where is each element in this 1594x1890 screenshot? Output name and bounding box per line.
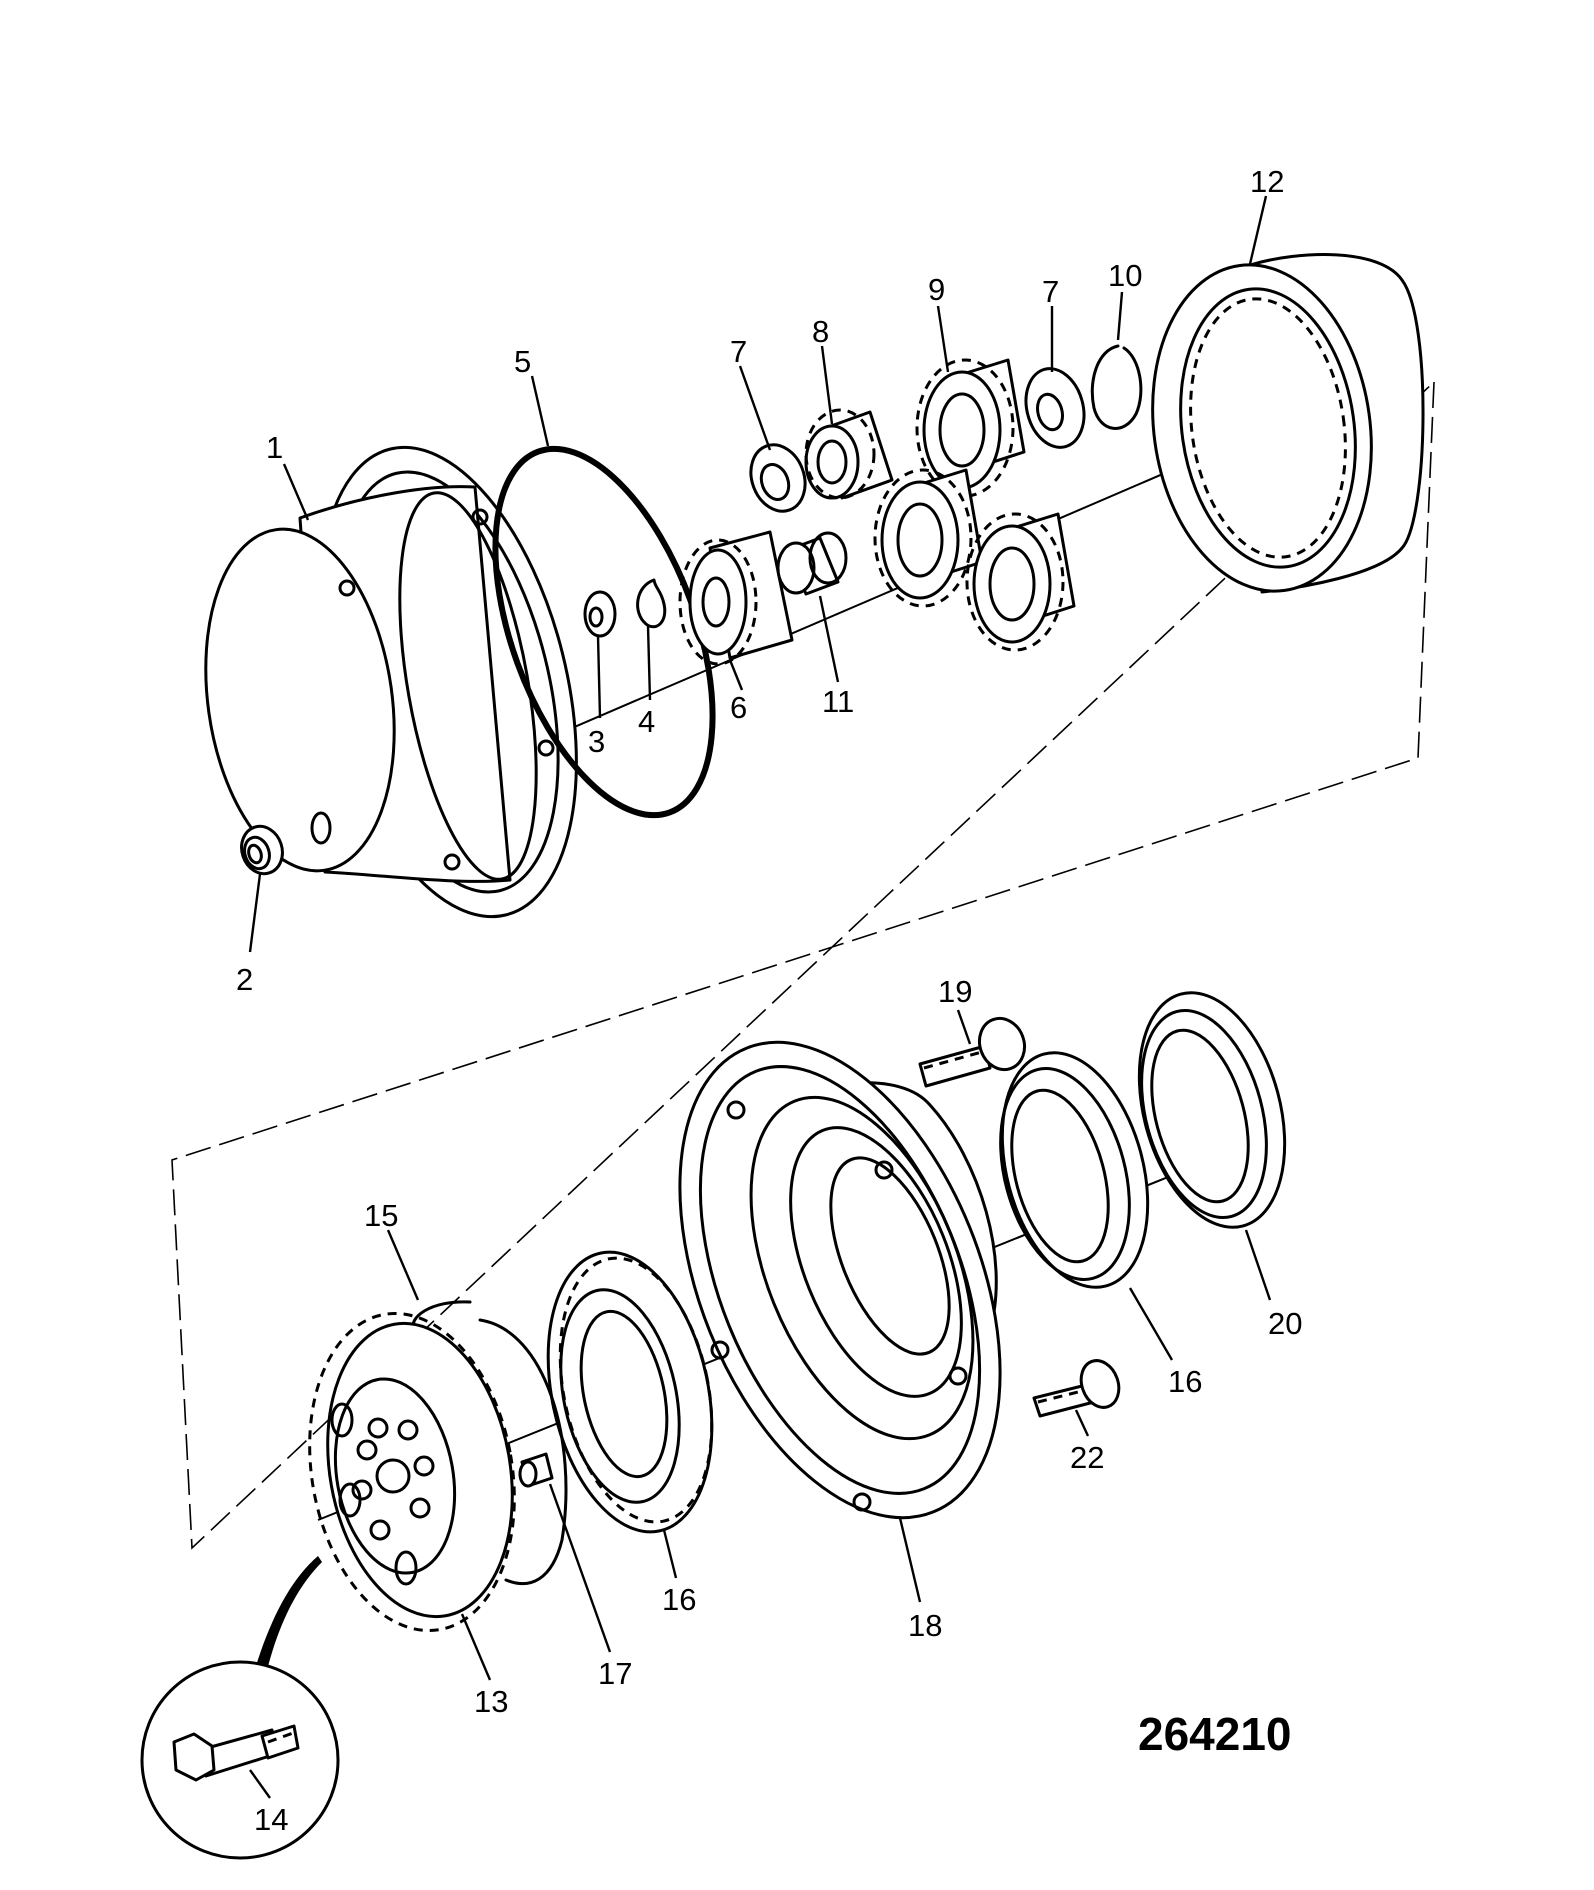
oil-seal-upper xyxy=(999,1051,1150,1289)
cap-screw xyxy=(918,1016,1027,1088)
planet-gear-middle xyxy=(873,468,984,608)
callout-9: 9 xyxy=(928,272,945,307)
thrust-washer xyxy=(583,590,617,638)
callout-15: 15 xyxy=(364,1198,398,1233)
leader-lines xyxy=(248,195,1272,1799)
planet-gear-top xyxy=(915,358,1026,498)
wheel-hub xyxy=(678,1040,1002,1520)
thrust-washer-left xyxy=(749,443,807,513)
callout-19: 19 xyxy=(938,974,972,1009)
dowel xyxy=(518,1452,554,1488)
bush xyxy=(776,531,848,596)
callout-5: 5 xyxy=(514,344,531,379)
callout-16b: 16 xyxy=(1168,1364,1202,1399)
callout-7a: 7 xyxy=(730,334,747,369)
callout-14: 14 xyxy=(254,1802,288,1837)
hex-bolt xyxy=(1032,1359,1121,1418)
thrust-washer-right xyxy=(1024,367,1086,449)
needle-bearing xyxy=(804,408,894,500)
drain-plug xyxy=(240,824,284,876)
drawing-reference-number: 264210 xyxy=(1138,1708,1292,1760)
ring-gear xyxy=(1151,253,1425,594)
sun-gear xyxy=(678,530,794,666)
circlip-large xyxy=(1090,344,1143,430)
planet-gear-bottom xyxy=(965,512,1076,652)
callout-22: 22 xyxy=(1070,1440,1104,1475)
callout-17: 17 xyxy=(598,1656,632,1691)
circlip-small xyxy=(636,578,667,629)
callout-12: 12 xyxy=(1250,164,1284,199)
callout-3: 3 xyxy=(588,724,605,759)
callout-20: 20 xyxy=(1268,1306,1302,1341)
planet-carrier xyxy=(308,1311,516,1633)
callout-6: 6 xyxy=(730,690,747,725)
oil-seal-outer xyxy=(1137,991,1287,1229)
detail-inset xyxy=(140,1556,340,1860)
callout-1: 1 xyxy=(266,430,283,465)
callout-13: 13 xyxy=(474,1684,508,1719)
callout-8: 8 xyxy=(812,314,829,349)
callout-2: 2 xyxy=(236,962,253,997)
taper-bearing xyxy=(546,1250,714,1534)
callout-16a: 16 xyxy=(662,1582,696,1617)
callout-10: 10 xyxy=(1108,258,1142,293)
callout-11: 11 xyxy=(822,684,854,719)
callout-4: 4 xyxy=(638,704,655,739)
callout-18: 18 xyxy=(908,1608,942,1643)
alignment-box xyxy=(171,381,1435,1550)
callout-7b: 7 xyxy=(1042,274,1059,309)
hub-housing xyxy=(204,445,578,919)
